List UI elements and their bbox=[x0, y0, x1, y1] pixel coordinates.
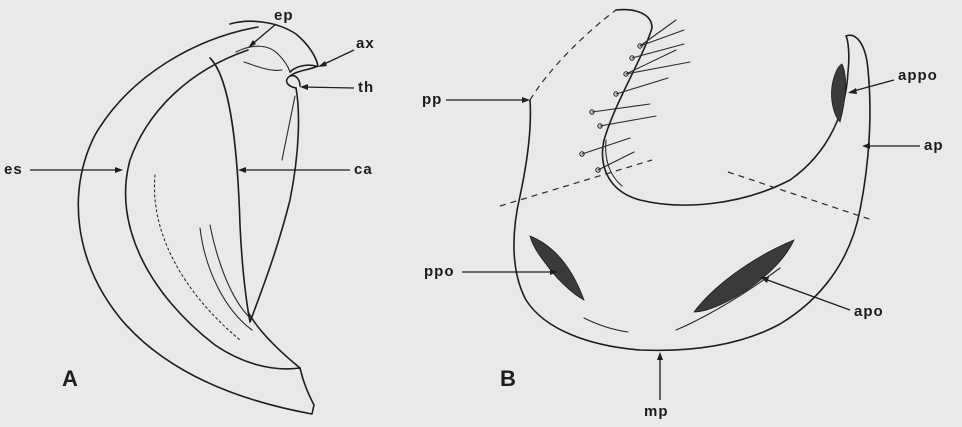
appo-hatch bbox=[831, 64, 845, 122]
u-shape-outline bbox=[514, 10, 870, 351]
arrowhead-es bbox=[115, 167, 123, 173]
arrowhead-th bbox=[300, 84, 308, 90]
label-ax: ax bbox=[356, 35, 375, 52]
label-ap: ap bbox=[924, 137, 944, 154]
arrow-th bbox=[302, 87, 354, 88]
arrowhead-appo bbox=[848, 88, 857, 94]
arrowhead-ax bbox=[318, 61, 327, 67]
label-ep: ep bbox=[274, 7, 294, 24]
outer-shell-outline bbox=[78, 27, 314, 414]
thorn-outline bbox=[287, 76, 300, 88]
epiphysis-curl bbox=[244, 62, 282, 70]
arrow-appo bbox=[850, 80, 894, 92]
inner-lobe-line bbox=[606, 140, 622, 186]
panel-label-b: B bbox=[500, 366, 516, 391]
label-th: th bbox=[358, 79, 374, 96]
arrowhead-ca bbox=[238, 167, 246, 173]
panel-a-annotations: ep ax th es ca A bbox=[4, 7, 375, 391]
central-body-outline bbox=[210, 58, 298, 322]
label-mp: mp bbox=[644, 403, 669, 420]
apo-hatch bbox=[694, 240, 794, 312]
arrowhead-mp bbox=[657, 352, 663, 360]
pp-dashed-edge bbox=[530, 10, 616, 100]
label-appo: appo bbox=[898, 67, 938, 84]
panel-label-a: A bbox=[62, 366, 78, 391]
thorn-ridge bbox=[282, 96, 295, 160]
arrowhead-pp bbox=[522, 97, 530, 103]
inner-groove-1 bbox=[154, 175, 240, 340]
outer-shell-inner-line bbox=[126, 50, 300, 369]
label-ppo: ppo bbox=[424, 263, 455, 280]
panel-a-drawing bbox=[78, 21, 318, 414]
panel-b-drawing bbox=[500, 10, 872, 351]
ppo-hatch bbox=[530, 236, 584, 300]
label-apo: apo bbox=[854, 303, 884, 320]
label-es: es bbox=[4, 161, 23, 178]
panel-b-annotations: pp appo ap ppo apo mp B bbox=[422, 67, 944, 420]
label-ca: ca bbox=[354, 161, 373, 178]
lower-inner-contour bbox=[584, 318, 628, 332]
setae-group bbox=[580, 20, 690, 172]
label-pp: pp bbox=[422, 91, 442, 108]
arrowhead-ap bbox=[862, 143, 870, 149]
